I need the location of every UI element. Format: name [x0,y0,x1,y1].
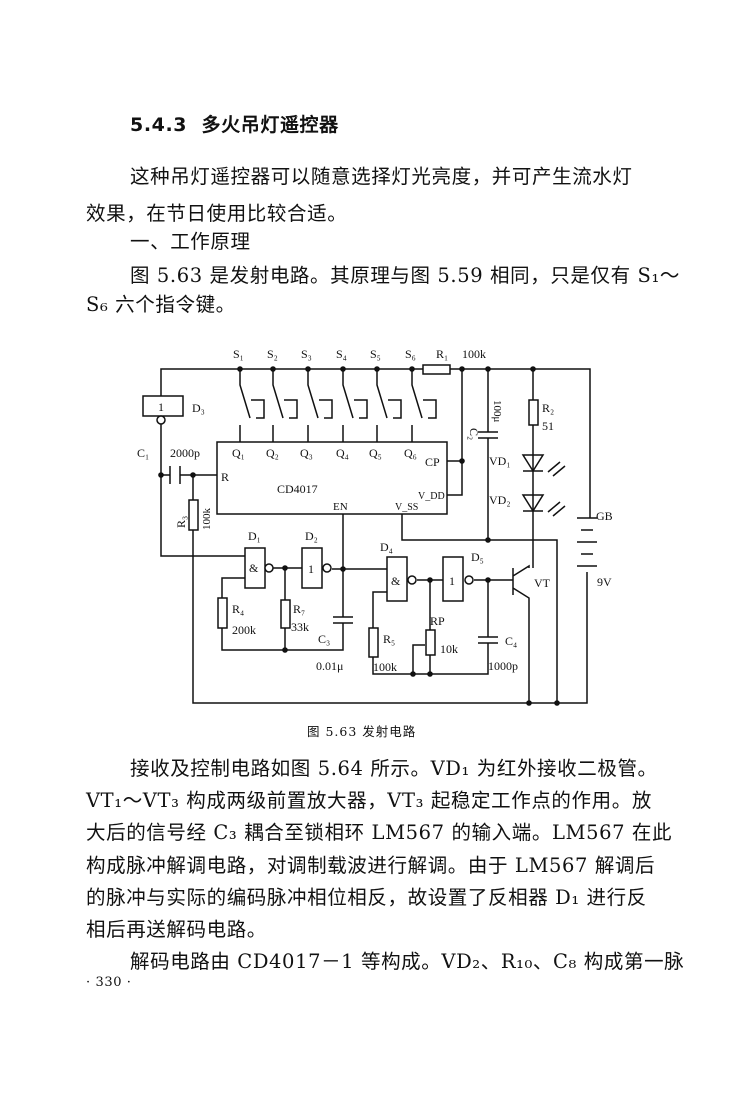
label-r4: R₄ [232,602,244,616]
body-line: 相后再送解码电路。 [86,918,267,941]
label-r5-value: 100k [373,660,397,674]
d2-symbol: 1 [308,562,314,576]
intro-line: S₆ 六个指令键。 [86,293,236,316]
body-line: 大后的信号经 C₃ 耦合至锁相环 LM567 的输入端。LM567 在此 [86,821,673,844]
potentiometer-rp [425,629,436,656]
label-r3: R₃ [174,516,188,528]
d5-symbol: 1 [449,574,455,588]
subheading: 一、工作原理 [130,230,251,253]
cd4017-chip [216,441,448,515]
label-s5: S₅ [370,347,381,361]
label-c1: C₁ [137,446,149,460]
d3-symbol: 1 [158,400,164,414]
intro-line: 效果，在节日使用比较合适。 [86,202,348,225]
intro-line: 这种吊灯遥控器可以随意选择灯光亮度，并可产生流水灯 [130,165,633,188]
inverter-d2 [301,547,323,589]
pin-vdd: V_DD [418,491,445,502]
label-gb: GB [596,509,613,523]
label-r2: R₂ [542,401,554,415]
led-vd [521,454,545,513]
pin-r: R [221,470,229,484]
label-r7-value: 33k [291,620,309,634]
label-vd2: VD₂ [489,493,511,507]
label-vt: VT [534,576,551,590]
gate-bubble [464,575,474,585]
label-r1-value: 100k [462,347,486,361]
wires [160,368,591,704]
pin-vss: V_SS [395,502,418,513]
label-gb-voltage: 9V [597,575,612,589]
label-s4: S₄ [336,347,347,361]
label-vd1: VD₁ [489,454,511,468]
section-heading: 5.4.3 多火吊灯遥控器 [130,110,339,137]
label-rp: RP [430,614,445,628]
label-s1: S₁ [233,347,244,361]
capacitor-c1 [169,466,181,484]
switches [239,369,437,442]
d1-symbol: & [249,561,259,575]
label-r4-value: 200k [232,623,256,637]
pin-q2: Q₂ [266,446,279,460]
resistor-r4 [217,597,228,629]
section-number: 5.4.3 [130,114,188,136]
label-c3-value: 0.01μ [316,659,343,673]
component-labels: S₁ S₂ S₃ S₄ S₅ S₆ R₁ 100k 1 D₃ C₁ 2000p … [137,347,613,674]
label-s3: S₃ [301,347,312,361]
pin-q3: Q₃ [300,446,313,460]
pin-q5: Q₅ [369,446,382,460]
label-c4-value: 1000p [488,659,518,673]
label-d5: D₅ [471,550,484,564]
label-d2: D₂ [305,529,318,543]
d4-symbol: & [391,574,401,588]
body-line: 的脉冲与实际的编码脉冲相位相反，故设置了反相器 D₁ 进行反 [86,886,647,909]
page-number: · 330 · [86,975,132,990]
body-line: 解码电路由 CD4017－1 等构成。VD₂、R₁₀、C₈ 构成第一脉 [130,950,685,973]
label-c3: C₃ [318,632,330,646]
resistor-r7 [280,599,291,629]
capacitor-c3 [333,616,353,624]
label-d1: D₁ [248,529,261,543]
label-c2-value: 100μ [491,400,503,423]
label-r1: R₁ [436,347,448,361]
gate-bubble [322,563,332,573]
label-s6: S₆ [405,347,416,361]
pin-cp: CP [425,455,440,469]
body-line: 接收及控制电路如图 5.64 所示。VD₁ 为红外接收二极管。 [130,757,658,780]
label-r5: R₅ [383,632,395,646]
capacitor-c4 [478,636,498,644]
label-r7: R₇ [293,602,305,616]
intro-line: 图 5.63 是发射电路。其原理与图 5.59 相同，只是仅有 S₁～ [130,264,681,287]
resistor-r5 [368,627,379,658]
pin-q1: Q₁ [232,446,245,460]
battery-gb [577,517,597,567]
label-r3-value: 100k [201,508,213,531]
section-title: 多火吊灯遥控器 [201,114,339,136]
label-s2: S₂ [267,347,278,361]
nand-gate-d4 [386,556,408,602]
pin-q6: Q₆ [404,446,417,460]
pin-q4: Q₄ [336,446,349,460]
inverter-bubble [156,415,166,425]
label-r2-value: 51 [542,419,554,433]
resistor-r2 [528,399,539,426]
resistor-r1 [422,364,451,375]
junction-dots [158,366,560,706]
capacitor-c2 [478,431,498,439]
gate-bubble [407,575,417,585]
chip-name: CD4017 [277,482,318,496]
ir-emission-icon [547,461,566,517]
label-d3: D₃ [192,401,205,415]
pin-en: EN [333,501,348,513]
label-c4: C₄ [505,634,517,648]
label-c1-value: 2000p [170,446,200,460]
figure-caption: 图 5.63 发射电路 [307,724,417,739]
body-line: VT₁～VT₃ 构成两级前置放大器，VT₃ 起稳定工作点的作用。放 [86,789,652,812]
label-rp-value: 10k [440,642,458,656]
body-line: 构成脉冲解调电路，对调制载波进行解调。由于 LM567 解调后 [86,854,656,877]
resistor-r3 [188,499,199,531]
inverter-d5 [442,556,464,602]
gate-bubble [264,563,274,573]
label-d4: D₄ [380,540,393,554]
label-c2: C₂ [467,428,481,440]
